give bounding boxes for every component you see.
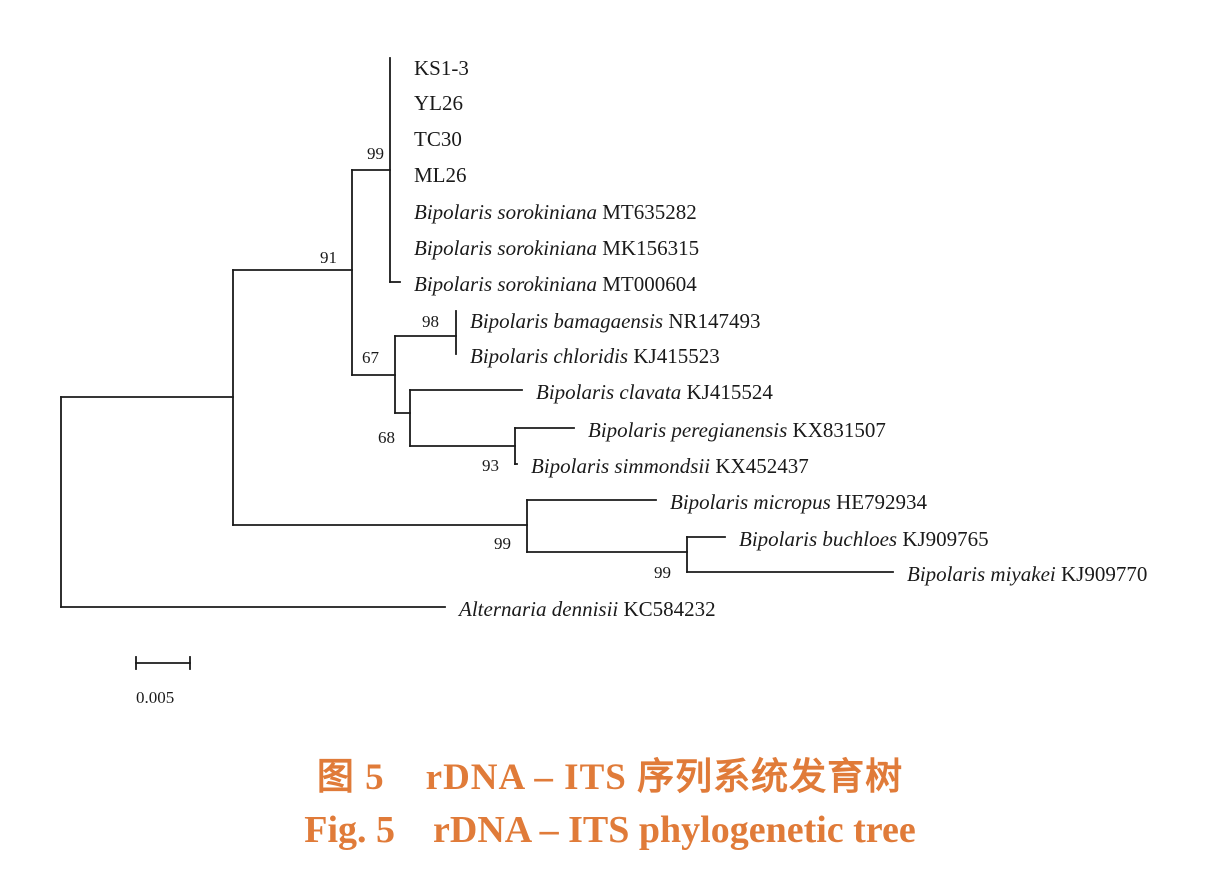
tip-label-bbuc: Bipolaris buchloes KJ909765 <box>739 527 989 551</box>
tip-accession: MK156315 <box>602 236 699 260</box>
bootstrap-clade-67: 67 <box>362 348 380 367</box>
tip-accession: KJ909770 <box>1061 562 1147 586</box>
tip-accession: YL26 <box>414 91 463 115</box>
scale-bar-label: 0.005 <box>136 688 174 707</box>
bootstrap-bamagaensis-chloridis: 98 <box>422 312 439 331</box>
tip-species: Bipolaris buchloes <box>739 527 897 551</box>
tip-label-tc30: TC30 <box>414 127 462 151</box>
bootstrap-values: 99 91 98 67 68 93 99 99 <box>320 144 671 582</box>
tip-accession: KJ415524 <box>687 380 774 404</box>
tip-accession: KX831507 <box>793 418 886 442</box>
tip-species: Bipolaris chloridis <box>470 344 628 368</box>
tip-species: Bipolaris sorokiniana <box>414 236 597 260</box>
scale-bar: 0.005 <box>135 656 191 707</box>
tip-species: Alternaria dennisii <box>457 597 618 621</box>
tip-accession: KJ415523 <box>633 344 719 368</box>
tip-species: Bipolaris sorokiniana <box>414 200 597 224</box>
tip-label-yl26: YL26 <box>414 91 463 115</box>
tip-accession: KX452437 <box>715 454 808 478</box>
tip-label-bsor3: Bipolaris sorokiniana MT000604 <box>414 272 697 296</box>
bootstrap-sorokiniana-clade: 99 <box>367 144 384 163</box>
tip-species: Bipolaris micropus <box>670 490 831 514</box>
tip-accession: KJ909765 <box>902 527 988 551</box>
tip-accession: ML26 <box>414 163 467 187</box>
tip-label-aden: Alternaria dennisii KC584232 <box>457 597 716 621</box>
tip-species: Bipolaris miyakei <box>907 562 1056 586</box>
bootstrap-micropus-clade: 99 <box>494 534 511 553</box>
tip-label-bcla: Bipolaris clavata KJ415524 <box>536 380 773 404</box>
bootstrap-peregianensis-simmondsii: 93 <box>482 456 499 475</box>
tip-label-ml26: ML26 <box>414 163 467 187</box>
bootstrap-buchloes-miyakei: 99 <box>654 563 671 582</box>
tree-branches <box>60 57 894 608</box>
tip-species: Bipolaris peregianensis <box>588 418 787 442</box>
tip-accession: HE792934 <box>836 490 927 514</box>
tip-label-bsim: Bipolaris simmondsii KX452437 <box>531 454 809 478</box>
tip-label-bbam: Bipolaris bamagaensis NR147493 <box>470 309 761 333</box>
tip-species: Bipolaris sorokiniana <box>414 272 597 296</box>
tip-species: Bipolaris bamagaensis <box>470 309 663 333</box>
tip-accession: MT635282 <box>602 200 697 224</box>
tip-label-ks13: KS1-3 <box>414 56 469 80</box>
tip-label-bper: Bipolaris peregianensis KX831507 <box>588 418 886 442</box>
tip-species: Bipolaris simmondsii <box>531 454 710 478</box>
tip-accession: TC30 <box>414 127 462 151</box>
tip-label-bchl: Bipolaris chloridis KJ415523 <box>470 344 720 368</box>
tip-label-bmic: Bipolaris micropus HE792934 <box>670 490 928 514</box>
figure-caption-chinese: 图 5 rDNA – ITS 序列系统发育树 <box>316 757 904 798</box>
bootstrap-clade-68: 68 <box>378 428 395 447</box>
tip-accession: KC584232 <box>624 597 716 621</box>
tip-accession: NR147493 <box>668 309 760 333</box>
tip-accession: KS1-3 <box>414 56 469 80</box>
figure-caption-english: Fig. 5 rDNA – ITS phylogenetic tree <box>304 809 916 851</box>
tip-label-bsor1: Bipolaris sorokiniana MT635282 <box>414 200 697 224</box>
tip-accession: MT000604 <box>602 272 697 296</box>
tip-label-bmiy: Bipolaris miyakei KJ909770 <box>907 562 1147 586</box>
bootstrap-core-clade: 91 <box>320 248 337 267</box>
tip-species: Bipolaris clavata <box>536 380 681 404</box>
tip-label-bsor2: Bipolaris sorokiniana MK156315 <box>414 236 699 260</box>
